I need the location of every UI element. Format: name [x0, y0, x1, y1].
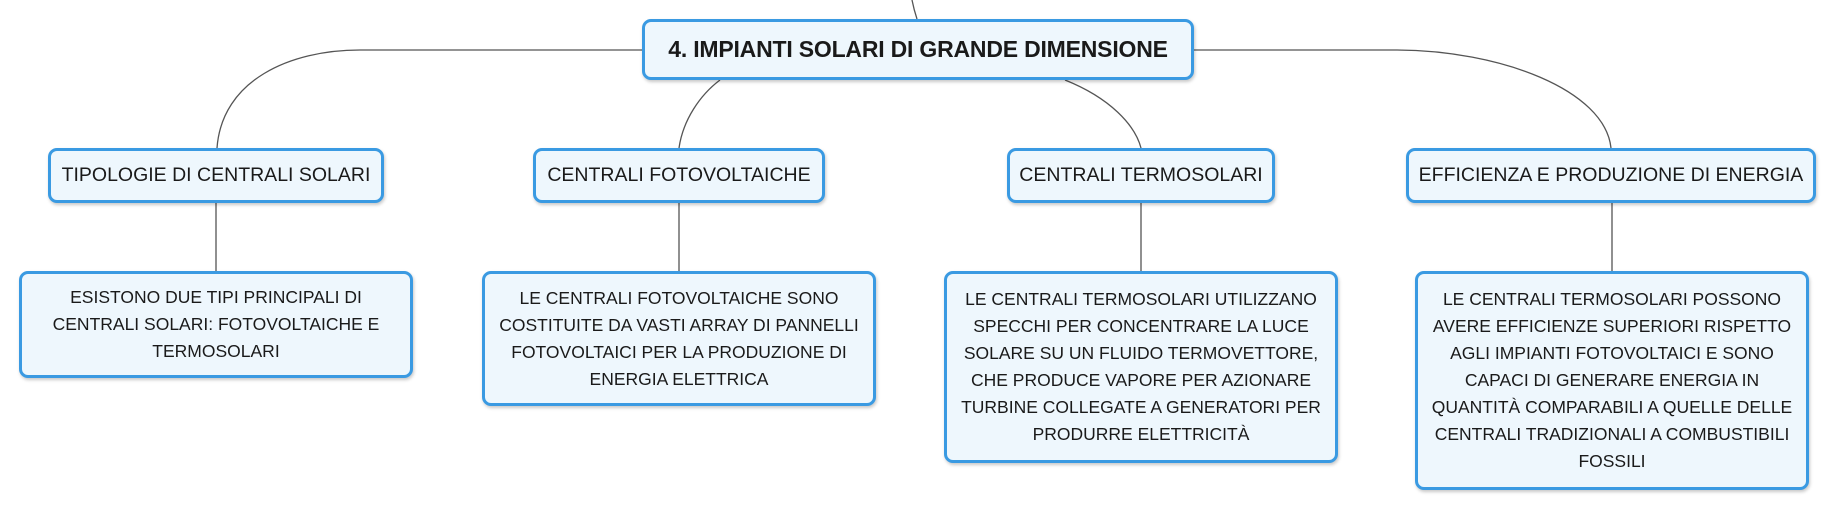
topic-title: CENTRALI FOTOVOLTAICHE	[547, 164, 811, 186]
connector-root-b3	[1064, 79, 1142, 149]
connector-root-b4	[1194, 49, 1612, 149]
root-topic-title: 4. IMPIANTI SOLARI DI GRANDE DIMENSIONE	[668, 36, 1168, 62]
root-topic[interactable]: 4. IMPIANTI SOLARI DI GRANDE DIMENSIONE	[642, 19, 1194, 80]
topic-title: TIPOLOGIE DI CENTRALI SOLARI	[61, 164, 371, 186]
connector-root-b1	[216, 49, 642, 149]
topic-efficienza-produzione-energia[interactable]: EFFICIENZA E PRODUZIONE DI ENERGIA	[1406, 148, 1816, 203]
connector-parent	[911, 0, 918, 20]
topic-title: CENTRALI TERMOSOLARI	[1019, 164, 1263, 186]
subtopic-termosolari-detail[interactable]: LE CENTRALI TERMOSOLARI UTILIZZANO SPECC…	[944, 271, 1338, 463]
subtopic-fotovoltaiche-detail[interactable]: LE CENTRALI FOTOVOLTAICHE SONO COSTITUIT…	[482, 271, 876, 406]
subtopic-text: LE CENTRALI TERMOSOLARI UTILIZZANO SPECC…	[961, 289, 1321, 444]
topic-title: EFFICIENZA E PRODUZIONE DI ENERGIA	[1418, 164, 1804, 186]
topic-tipologie-centrali-solari[interactable]: TIPOLOGIE DI CENTRALI SOLARI	[48, 148, 384, 203]
connector-root-b2	[678, 79, 721, 149]
topic-centrali-termosolari[interactable]: CENTRALI TERMOSOLARI	[1007, 148, 1275, 203]
subtopic-text: LE CENTRALI TERMOSOLARI POSSONO AVERE EF…	[1431, 289, 1793, 471]
subtopic-text: LE CENTRALI FOTOVOLTAICHE SONO COSTITUIT…	[499, 287, 859, 389]
subtopic-efficienza-detail[interactable]: LE CENTRALI TERMOSOLARI POSSONO AVERE EF…	[1415, 271, 1809, 490]
topic-centrali-fotovoltaiche[interactable]: CENTRALI FOTOVOLTAICHE	[533, 148, 825, 203]
subtopic-text: ESISTONO DUE TIPI PRINCIPALI DI CENTRALI…	[52, 287, 380, 361]
subtopic-tipologie-detail[interactable]: ESISTONO DUE TIPI PRINCIPALI DI CENTRALI…	[19, 271, 413, 378]
